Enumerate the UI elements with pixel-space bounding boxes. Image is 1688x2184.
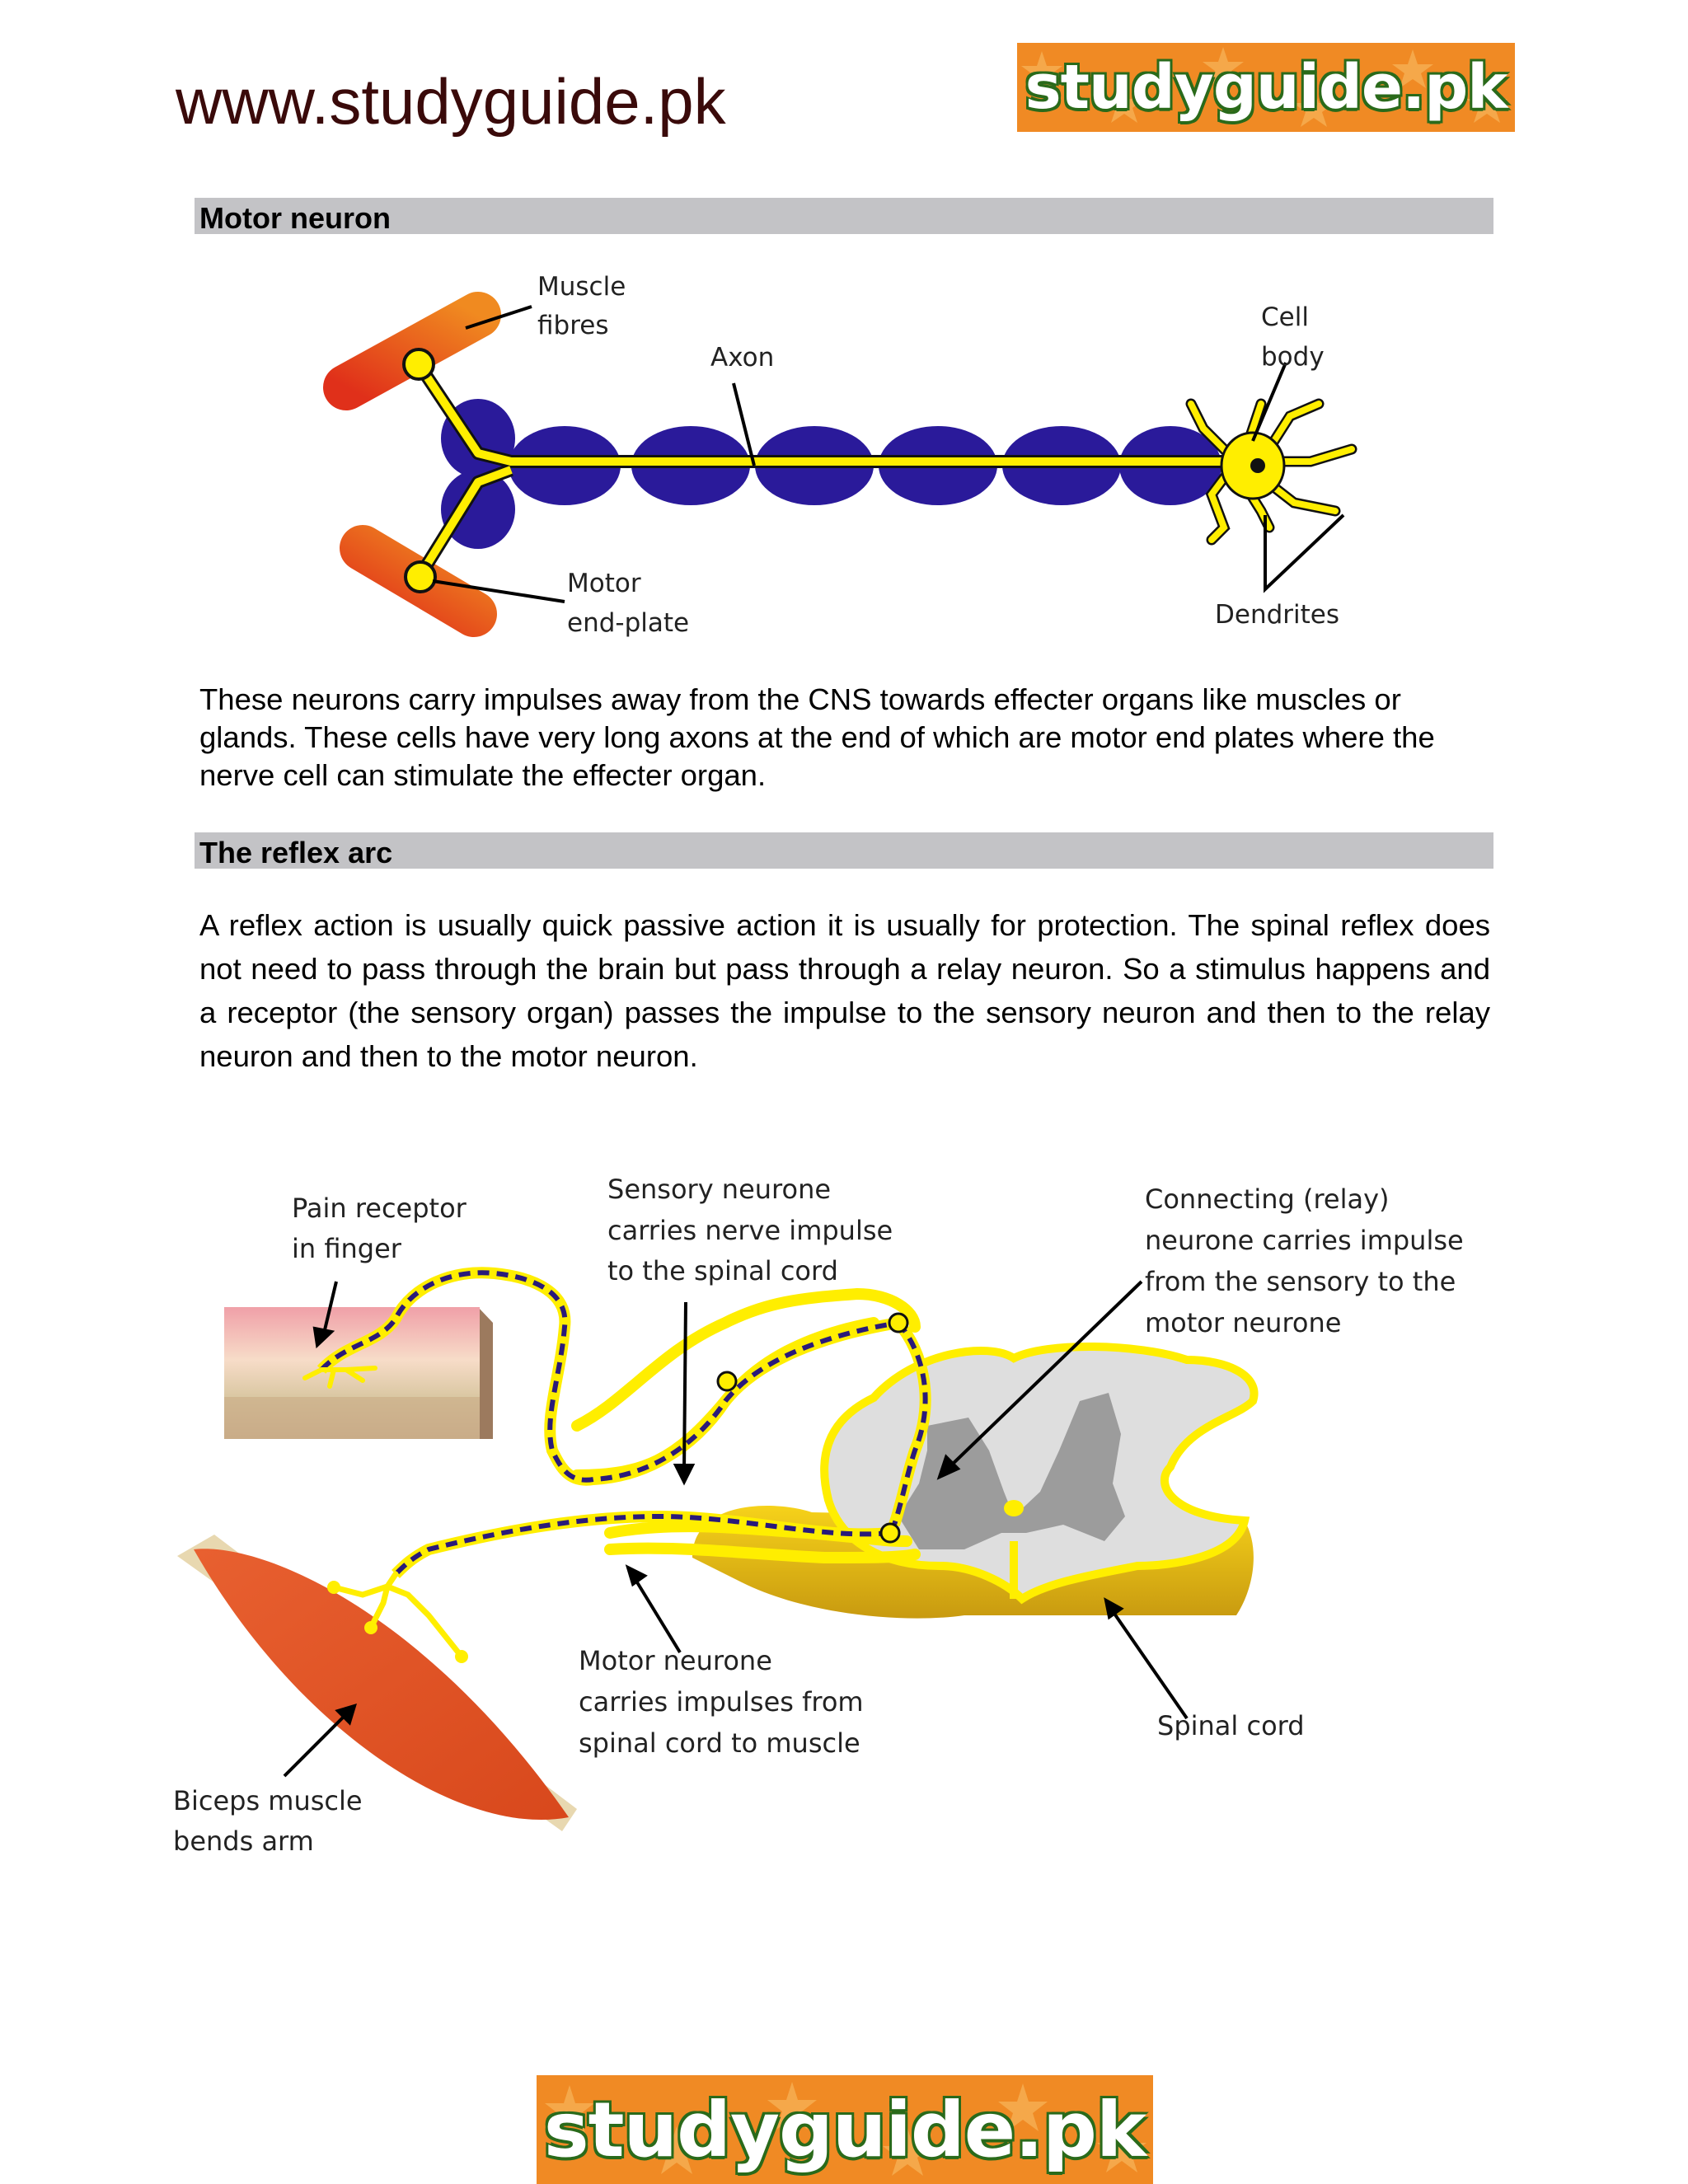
label-relay-2: neurone carries impulse: [1145, 1225, 1464, 1256]
label-spinal-cord: Spinal cord: [1157, 1710, 1305, 1741]
spinal-cord: [692, 1342, 1259, 1619]
motor-cell-body: [879, 1522, 901, 1544]
finger-skin-block: [224, 1307, 493, 1439]
relay-neuron-path: [716, 1312, 931, 1527]
label-muscle-fibres-1: Muscle: [537, 272, 626, 302]
axon-line: [416, 364, 1236, 578]
central-canal: [1004, 1500, 1024, 1516]
pointer-motor-end-plate: [432, 579, 565, 603]
section-title: The reflex arc: [199, 836, 393, 869]
reflex-arc-paragraph: A reflex action is usually quick passive…: [199, 908, 1490, 1073]
motor-end-plate-lower: [404, 560, 437, 593]
label-relay-1: Connecting (relay): [1145, 1183, 1390, 1215]
label-sensory-3: to the spinal cord: [607, 1255, 838, 1286]
diagram-arrows: [283, 1280, 1189, 1778]
pointer-dendrites: [1264, 513, 1345, 593]
label-pain-receptor-2: in finger: [292, 1233, 402, 1264]
biceps-muscle: [177, 1535, 577, 1831]
label-dendrites: Dendrites: [1215, 600, 1339, 630]
pain-receptor-endings: [302, 1366, 377, 1389]
site-url[interactable]: www.studyguide.pk: [176, 65, 726, 138]
studyguide-logo[interactable]: studyguide.pk: [1017, 43, 1515, 132]
label-motor-endplate-1: Motor: [567, 569, 641, 598]
section-title: Motor neuron: [199, 201, 391, 235]
myelin-sheath: [441, 399, 1221, 549]
pointer-muscle-fibres: [465, 305, 532, 330]
sensory-cell-body: [716, 1371, 738, 1392]
logo-wordmark: studyguide.pk: [543, 2085, 1146, 2174]
label-motor-2: carries impulses from: [579, 1686, 864, 1718]
label-relay-3: from the sensory to the: [1145, 1266, 1456, 1297]
studyguide-footer-logo[interactable]: studyguide.pk: [537, 2075, 1153, 2184]
motor-end-plates-muscle: [331, 1571, 465, 1660]
pointer-axon: [732, 382, 756, 466]
nucleus: [1250, 458, 1265, 473]
motor-end-plate-upper: [402, 348, 435, 381]
pointer-cell-body: [1251, 362, 1287, 442]
grey-matter: [898, 1393, 1125, 1549]
label-muscle-fibres-2: fibres: [537, 311, 609, 340]
label-cell-body-1: Cell: [1261, 302, 1309, 332]
motor-neuron-path: [392, 1510, 901, 1578]
label-motor-3: spinal cord to muscle: [579, 1727, 860, 1759]
star-pattern-icon: [1021, 47, 1507, 127]
motor-neuron-paragraph: These neurons carry impulses away from t…: [199, 682, 1435, 792]
label-relay-4: motor neurone: [1145, 1307, 1341, 1338]
label-pain-receptor-1: Pain receptor: [292, 1193, 467, 1224]
label-cell-body-2: body: [1261, 342, 1325, 372]
label-axon: Axon: [710, 343, 774, 373]
label-sensory-1: Sensory neurone: [607, 1174, 831, 1205]
label-motor-1: Motor neurone: [579, 1645, 772, 1676]
label-sensory-2: carries nerve impulse: [607, 1215, 893, 1246]
label-biceps-1: Biceps muscle: [173, 1785, 363, 1816]
reflex-arc-diagram: Pain receptor in finger Sensory neurone …: [173, 1174, 1464, 1857]
section-header-motor-neuron: Motor neuron: [195, 198, 1493, 235]
sensory-neuron-path: [316, 1267, 900, 1486]
label-biceps-2: bends arm: [173, 1825, 314, 1857]
label-motor-endplate-2: end-plate: [567, 608, 689, 638]
star-pattern-icon: [545, 2082, 1146, 2176]
section-header-reflex-arc: The reflex arc: [195, 832, 1493, 869]
motor-neuron-diagram: Muscle fibres Axon Cell body Motor end-p…: [323, 272, 1357, 638]
logo-wordmark: studyguide.pk: [1025, 52, 1508, 123]
